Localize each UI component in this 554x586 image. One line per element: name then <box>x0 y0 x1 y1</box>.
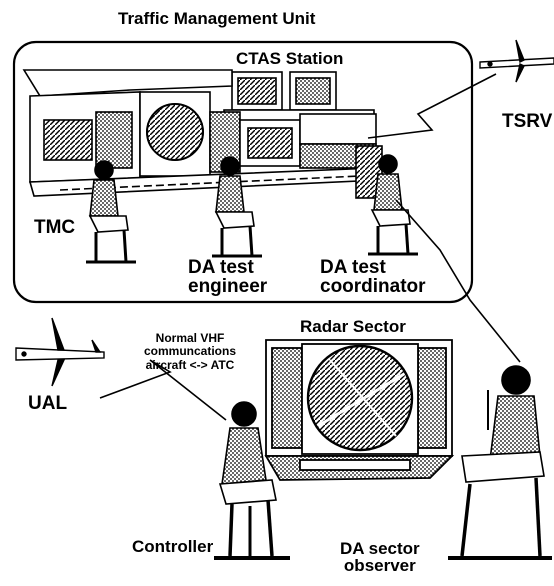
datalink-tsrv-bolt <box>367 73 497 139</box>
da-test-engineer-person <box>212 156 262 258</box>
tmc-person <box>86 160 136 264</box>
vhf-bolt <box>99 359 227 421</box>
tsrv-aircraft-icon <box>479 39 554 83</box>
da-sector-observer-person <box>448 365 552 560</box>
tmu-room-outline <box>12 40 474 304</box>
ual-aircraft-icon <box>15 317 105 387</box>
ual-label: UAL <box>28 393 68 414</box>
da-test-coordinator-label: DA test coordinator <box>320 257 426 297</box>
tmc-label: TMC <box>34 217 76 238</box>
da-test-coordinator-person <box>368 154 418 256</box>
ctas-station-label: CTAS Station <box>236 49 344 68</box>
coordinator-observer-link <box>395 199 521 363</box>
controller-label: Controller <box>132 537 214 556</box>
da-test-engineer-label: DA test engineer <box>188 257 268 297</box>
radar-sector-label: Radar Sector <box>300 317 406 336</box>
radar-console <box>264 339 455 481</box>
ctas-console <box>22 69 383 199</box>
tmu-title: Traffic Management Unit <box>118 9 316 28</box>
tsrv-label: TSRV <box>502 111 553 132</box>
controller-person <box>214 401 290 560</box>
da-sector-observer-label: DA sector observer <box>340 539 420 575</box>
vhf-note: Normal VHF communcations aircraft <-> AT… <box>143 331 236 372</box>
